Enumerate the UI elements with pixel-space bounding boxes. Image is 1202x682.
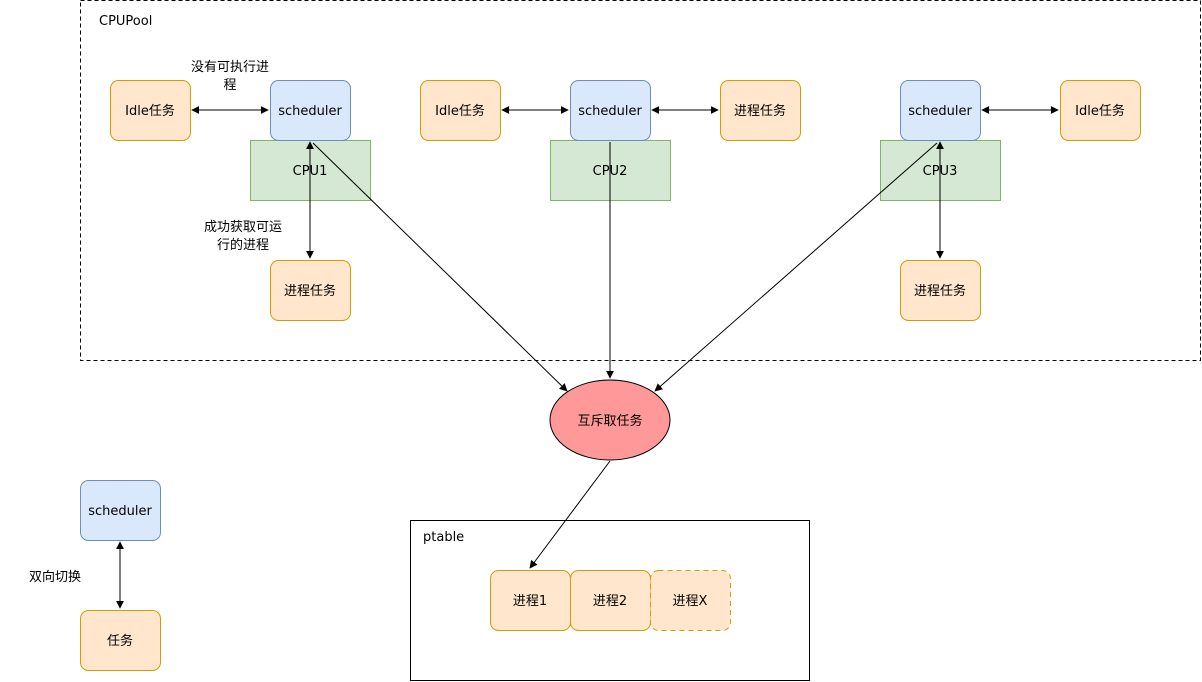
arrow-scheduler1-mutex — [312, 142, 568, 392]
legend-bidirectional-label: 双向切换 — [29, 569, 81, 585]
legend-task — [80, 610, 161, 671]
idle-task-cpu3-label: Idle任务 — [1075, 103, 1125, 119]
ptable-container — [410, 520, 810, 681]
process-1-label: 进程1 — [513, 594, 547, 609]
annotation-got-runnable-line1: 成功获取可运 — [204, 220, 282, 235]
idle-task-cpu3[interactable] — [1060, 80, 1141, 141]
cpu-pool-container — [80, 0, 1201, 361]
legend-task-label: 任务 — [107, 633, 133, 649]
cpu-pool-title: CPUPool — [99, 14, 152, 29]
scheduler-cpu1[interactable] — [270, 80, 351, 141]
mutex-fetch-task[interactable] — [549, 379, 671, 461]
idle-task-cpu1[interactable] — [110, 80, 191, 141]
scheduler-cpu2-label: scheduler — [578, 104, 642, 119]
process-task-cpu3-label: 进程任务 — [914, 283, 966, 299]
idle-task-cpu1-label: Idle任务 — [125, 103, 175, 119]
idle-task-cpu2[interactable] — [420, 80, 501, 141]
scheduler-cpu2[interactable] — [570, 80, 651, 141]
ptable-title: ptable — [423, 530, 464, 545]
arrow-mutex-process1 — [529, 460, 611, 569]
process-task-cpu3[interactable] — [900, 260, 981, 321]
process-task-cpu2-label: 进程任务 — [734, 103, 786, 119]
process-2-label: 进程2 — [593, 594, 627, 609]
annotation-got-runnable-line2: 行的进程 — [217, 237, 269, 253]
idle-task-cpu2-label: Idle任务 — [435, 103, 485, 119]
legend-scheduler — [80, 480, 161, 541]
process-x[interactable] — [650, 570, 731, 631]
process-task-cpu1[interactable] — [270, 260, 351, 321]
mutex-fetch-task-label: 互斥取任务 — [577, 413, 642, 429]
scheduler-cpu3[interactable] — [900, 80, 981, 141]
annotation-no-runnable-line1: 没有可执行进 — [191, 60, 269, 75]
arrow-scheduler3-mutex — [654, 142, 938, 392]
process-task-cpu1-label: 进程任务 — [284, 283, 336, 299]
annotation-no-runnable-line2: 程 — [223, 78, 236, 93]
scheduler-cpu1-label: scheduler — [278, 104, 342, 119]
legend-scheduler-label: scheduler — [88, 504, 152, 519]
process-task-cpu2[interactable] — [720, 80, 801, 141]
process-x-label: 进程X — [673, 594, 708, 609]
scheduler-cpu3-label: scheduler — [908, 104, 972, 119]
